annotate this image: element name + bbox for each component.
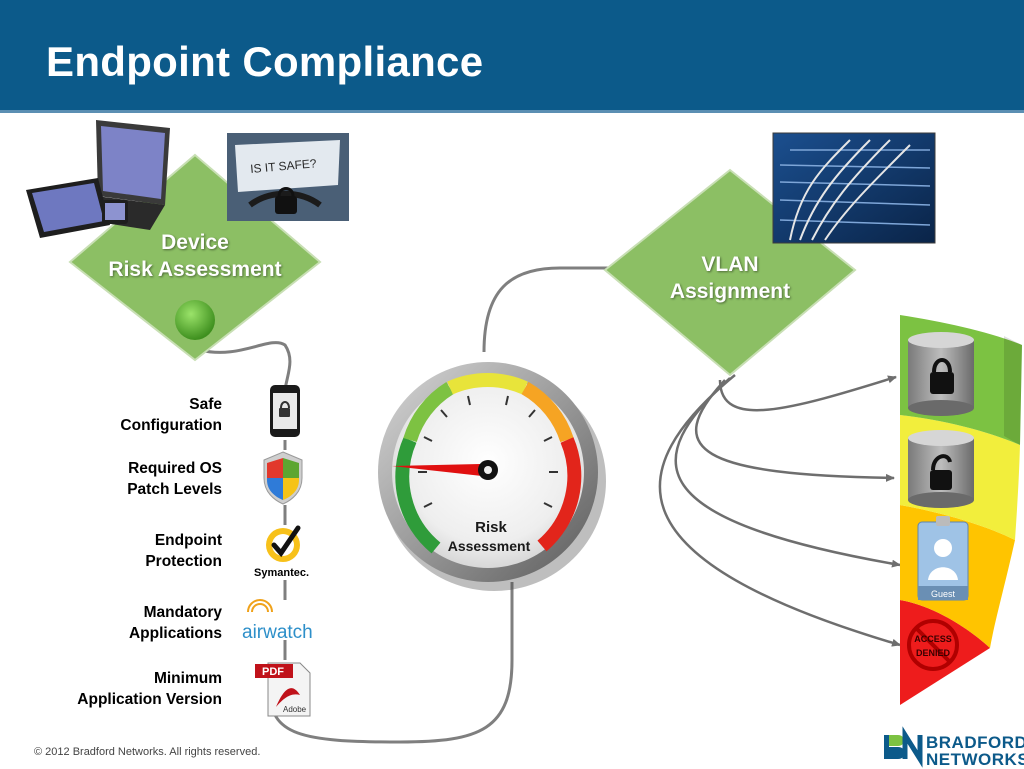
svg-text:Guest: Guest [931,589,956,599]
logo-line1: BRADFORD [926,733,1024,752]
svg-text:IS IT SAFE?: IS IT SAFE? [250,156,318,176]
check-label-line2: Patch Levels [127,481,222,498]
device-risk-label: Device Risk Assessment [95,229,295,283]
lock-icon [908,332,974,416]
check-label-line1: Mandatory [143,604,222,621]
svg-text:airwatch: airwatch [242,622,313,643]
svg-text:Adobe: Adobe [283,705,307,714]
server-cables-photo [772,132,936,244]
risk-assessment-gauge: Risk Assessment [378,362,606,591]
check-label-os-patch: Required OS Patch Levels [42,458,222,500]
svg-text:Assessment: Assessment [448,538,531,554]
access-level-denied [900,600,990,705]
guest-badge-icon: Guest [917,516,969,601]
is-it-safe-photo: IS IT SAFE? [227,133,349,221]
logo-line2: NETWORKS [926,750,1024,769]
copyright-notice: © 2012 Bradford Networks. All rights res… [34,746,261,758]
title-bar [0,0,1024,110]
device-risk-diamond [68,153,322,362]
check-label-min-app-version: Minimum Application Version [42,668,222,710]
check-label-mandatory-apps: Mandatory Applications [42,602,222,644]
connector-lines [199,266,622,744]
adobe-pdf-icon: PDF Adobe [255,662,311,717]
devices-icon [26,120,170,238]
title-bar-stripe [0,110,1024,113]
symantec-check-icon: Symantec. [254,525,309,579]
unlock-icon [908,430,974,508]
windows-shield-icon [263,451,303,505]
device-risk-label-line2: Risk Assessment [108,258,282,281]
compliance-indicator-light [175,300,215,340]
svg-text:DENIED: DENIED [916,648,951,658]
access-denied-icon: ACCESS DENIED [907,619,959,671]
svg-text:PDF: PDF [262,666,284,678]
check-label-line2: Application Version [77,691,222,708]
slide-title: Endpoint Compliance [46,38,484,85]
check-label-line1: Required OS [128,460,222,477]
smartphone-lock-icon [270,385,300,437]
company-logo-text: BRADFORD NETWORKS [926,734,1024,768]
check-label-line2: Applications [128,625,222,642]
check-label-safe-configuration: Safe Configuration [42,394,222,436]
vlan-assignment-arrows [658,374,901,647]
check-label-line1: Minimum [153,670,222,687]
svg-text:Symantec.: Symantec. [254,567,309,579]
gauge-needle [392,464,482,476]
svg-text:ACCESS: ACCESS [914,634,952,644]
device-risk-label-line1: Device [161,231,229,254]
check-label-line2: Configuration [120,417,222,434]
vlan-assignment-label-line1: VLAN [701,253,759,276]
check-label-endpoint-protection: Endpoint Protection [42,530,222,572]
check-label-line1: Safe [189,396,222,413]
check-label-line1: Endpoint [154,532,222,549]
svg-text:Risk: Risk [475,519,507,536]
airwatch-logo-icon: airwatch [242,599,313,643]
vlan-assignment-label: VLAN Assignment [630,251,830,305]
check-label-line2: Protection [145,553,222,570]
bradford-networks-logo-mark [884,726,923,768]
vlan-assignment-label-line2: Assignment [669,280,791,303]
